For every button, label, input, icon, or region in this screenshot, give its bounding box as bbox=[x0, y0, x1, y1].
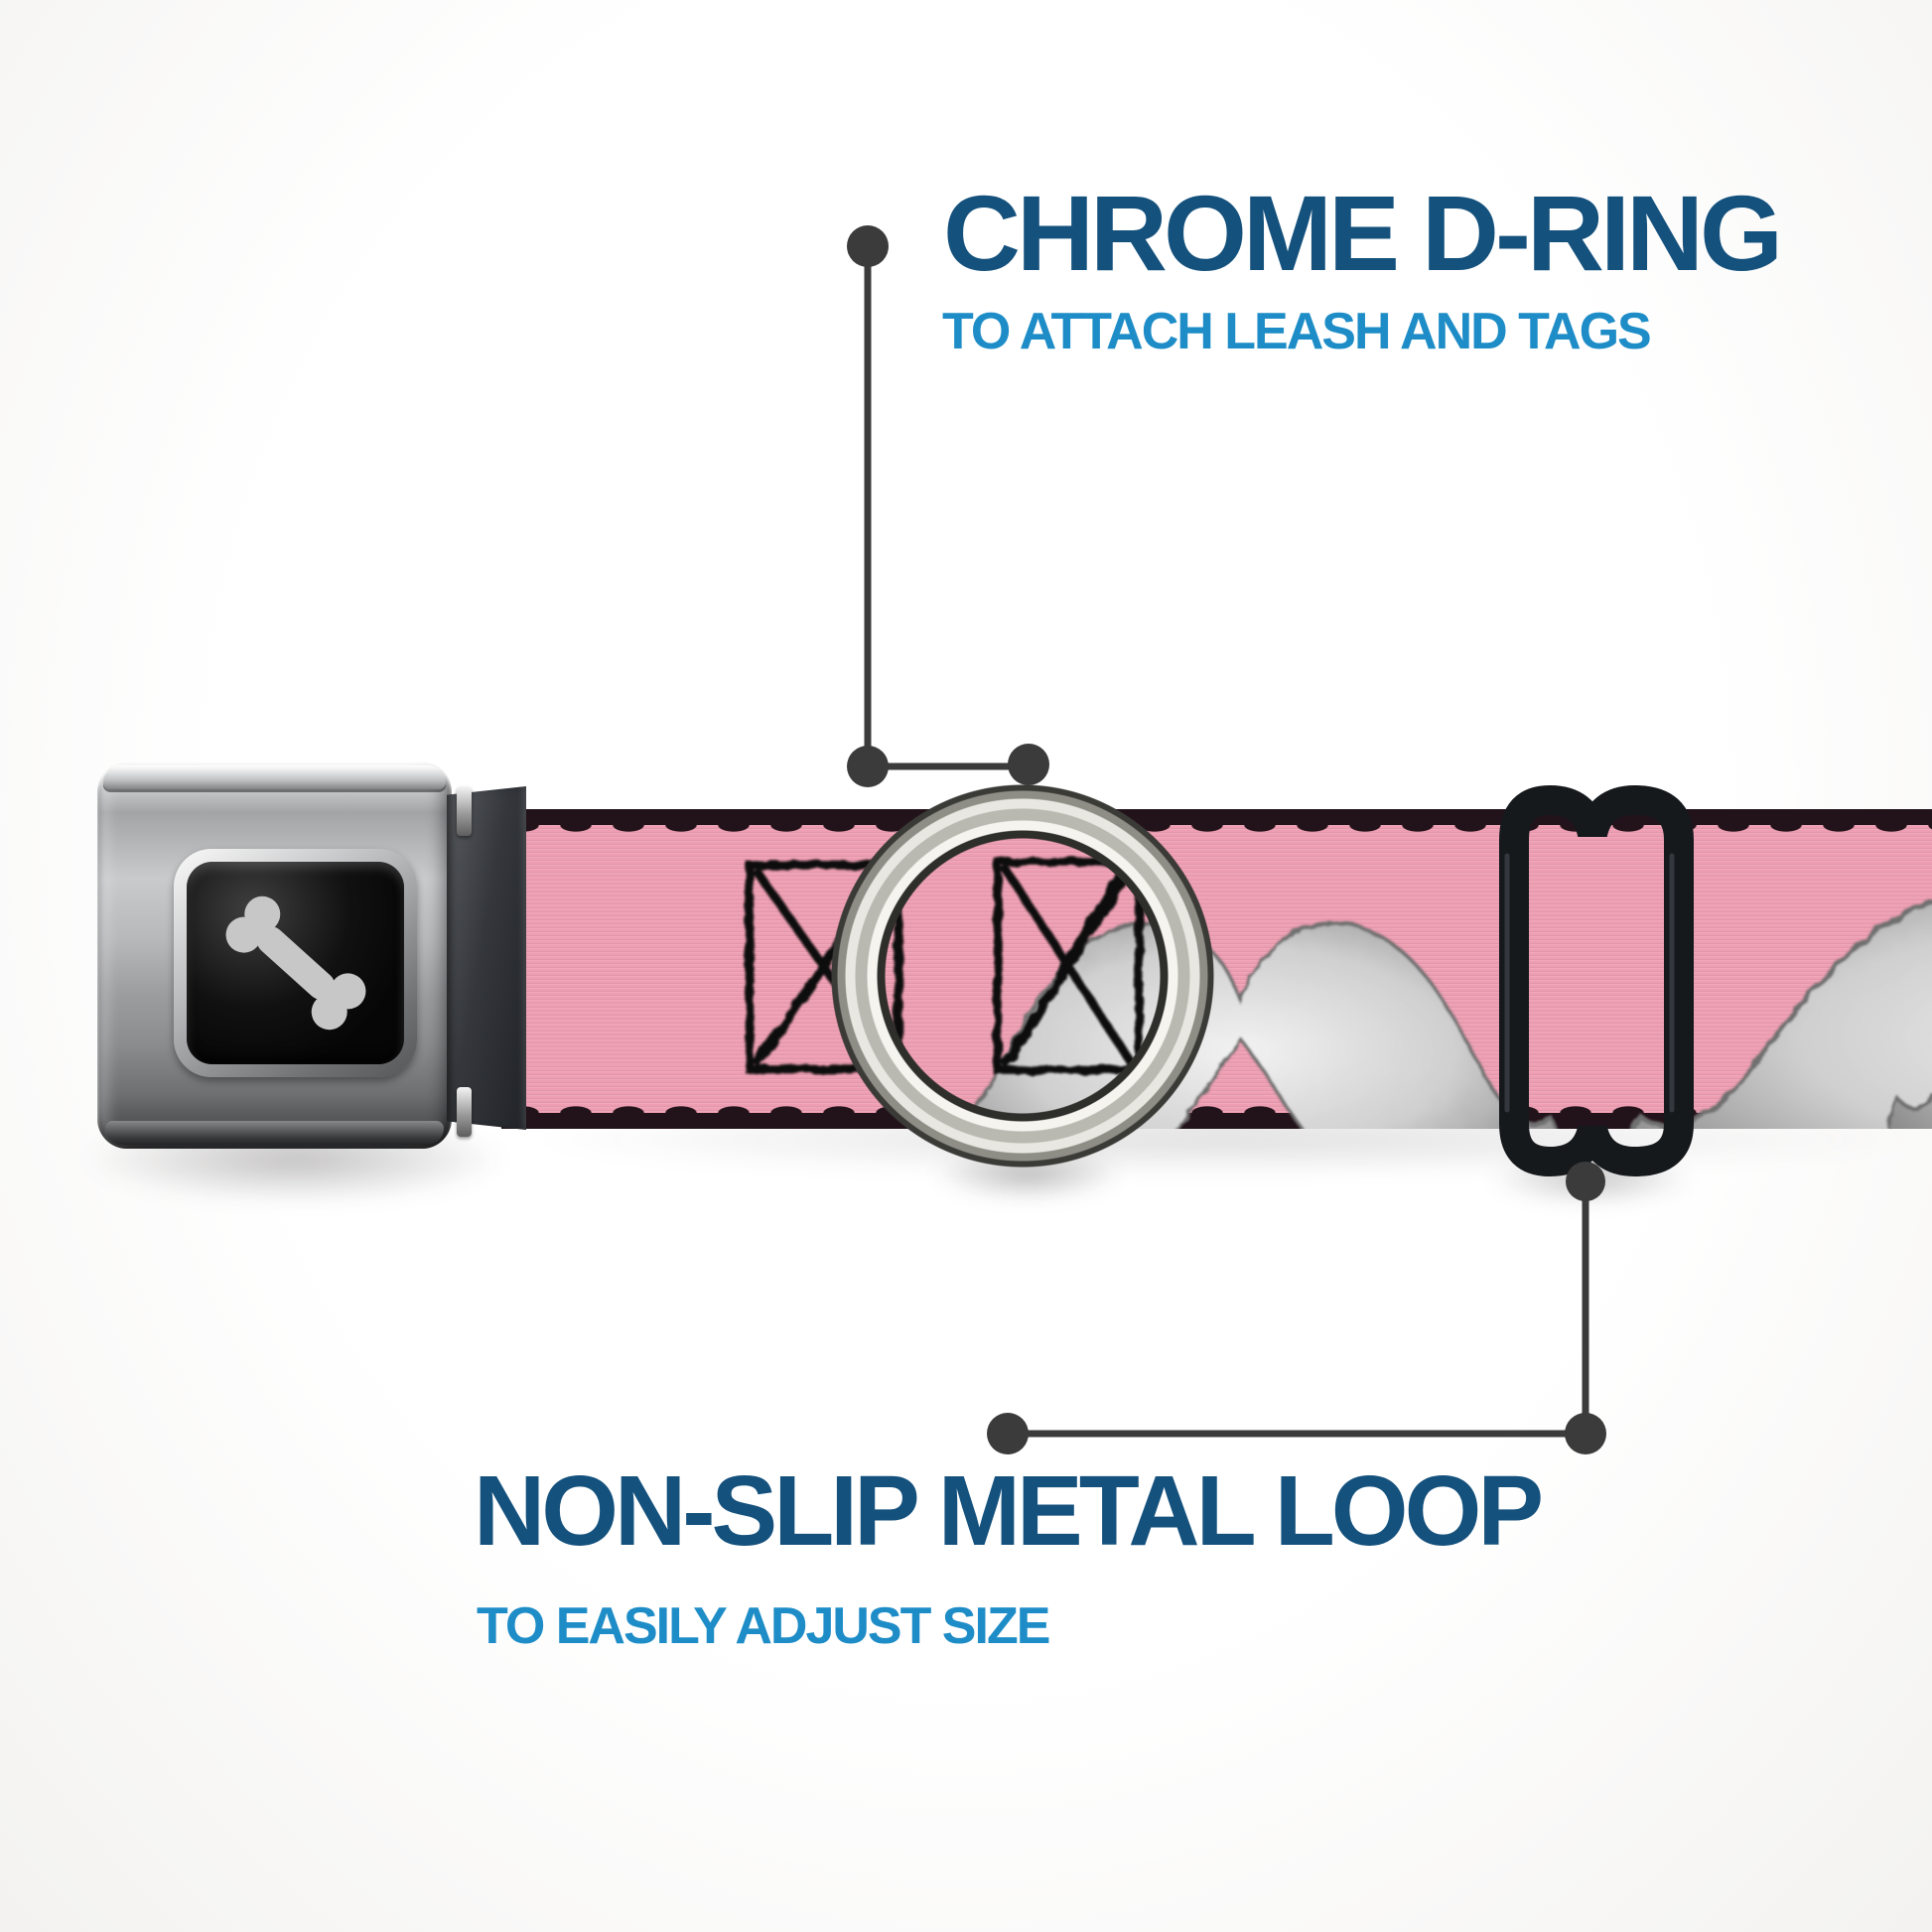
bottom-leader-line bbox=[1008, 1181, 1589, 1438]
mustache-motif bbox=[1626, 885, 1932, 1129]
callout-top-subtitle: TO ATTACH LEASH AND TAGS bbox=[942, 303, 1652, 360]
mustache-pattern bbox=[745, 857, 1932, 1129]
callout-bottom-title: NON-SLIP METAL LOOP bbox=[474, 1455, 1544, 1567]
callout-bottom-subtitle: TO EASILY ADJUST SIZE bbox=[477, 1597, 1050, 1655]
leader-dot bbox=[847, 746, 889, 787]
seatbelt-buckle bbox=[97, 762, 452, 1149]
leader-dot bbox=[1566, 1162, 1605, 1201]
leader-dot bbox=[987, 1413, 1029, 1454]
dog-bone-icon bbox=[217, 889, 373, 1037]
leader-dot bbox=[1565, 1413, 1606, 1454]
slider-shadow bbox=[1484, 1152, 1698, 1206]
chrome-d-ring bbox=[831, 784, 1214, 1168]
collar-strap bbox=[501, 809, 1932, 1129]
buckle-logo-window bbox=[187, 862, 404, 1064]
callout-top-title: CHROME D-RING bbox=[943, 173, 1783, 293]
buckle-prong bbox=[457, 1087, 472, 1137]
leader-dot bbox=[1008, 744, 1049, 785]
buckle-emboss bbox=[174, 849, 417, 1077]
leader-dot bbox=[847, 225, 889, 267]
buckle-prong bbox=[457, 786, 472, 836]
buckle-side-plate bbox=[447, 786, 526, 1130]
